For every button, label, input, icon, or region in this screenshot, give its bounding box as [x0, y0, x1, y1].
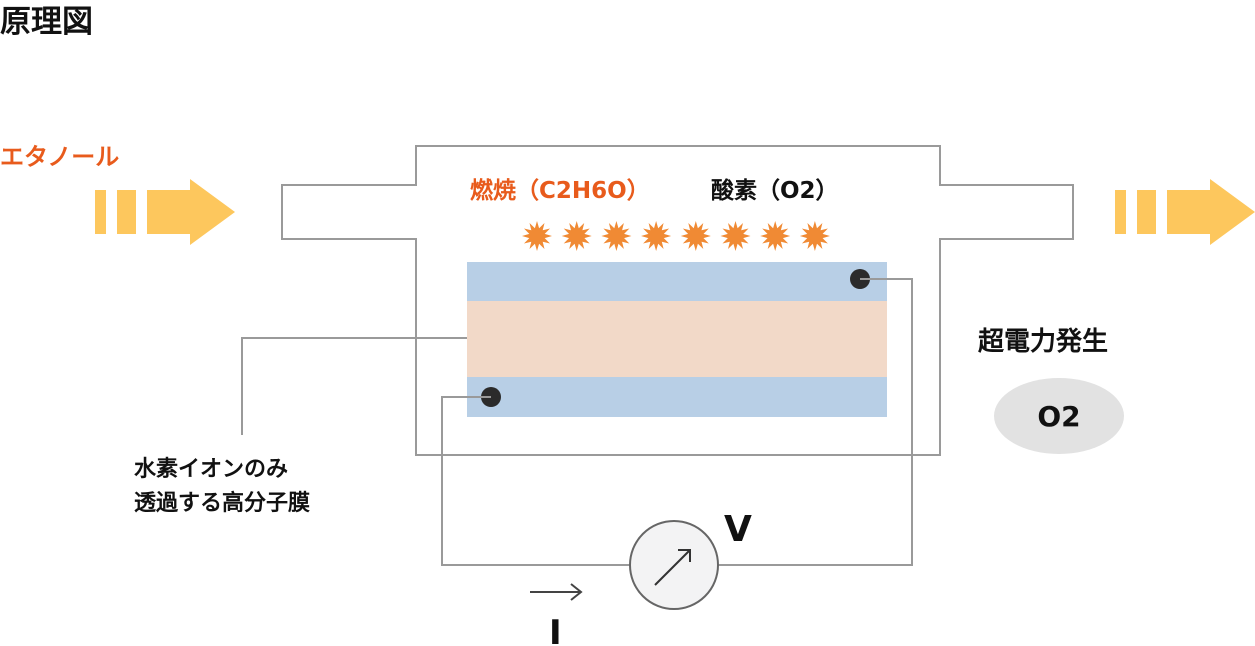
- meter-needle-icon: [654, 549, 691, 586]
- spark-icon: [561, 221, 592, 251]
- voltmeter: [629, 520, 719, 610]
- oxygen-output-bubble: [994, 378, 1124, 454]
- polymer-membrane: [467, 301, 887, 377]
- current-label: I: [549, 613, 562, 646]
- inflow-arrow: [95, 179, 235, 245]
- spark-icon: [720, 221, 751, 251]
- oxygen-output-label: O2: [1037, 400, 1080, 433]
- spark-icon: [641, 221, 672, 251]
- membrane-label-line2: 透過する高分子膜: [134, 490, 310, 516]
- spark-icon: [760, 221, 791, 251]
- spark-icon: [799, 221, 830, 251]
- combustion-sparks: [522, 221, 830, 251]
- spark-icon: [522, 221, 552, 251]
- membrane-leader-line: [241, 337, 467, 435]
- bottom-electrode: [467, 377, 887, 417]
- spark-icon: [680, 221, 711, 251]
- page-title: 原理図: [0, 4, 93, 40]
- ethanol-input-label: エタノール: [0, 143, 119, 171]
- current-direction-arrow-icon: [530, 583, 583, 601]
- combustion-label: 燃焼（C2H6O）: [470, 177, 650, 204]
- top-electrode: [467, 262, 887, 301]
- membrane-label-line1: 水素イオンのみ: [134, 456, 288, 482]
- circuit-wire-right: [718, 278, 913, 566]
- spark-icon: [601, 221, 632, 251]
- oxygen-label: 酸素（O2）: [711, 177, 839, 204]
- reaction-chamber: [281, 145, 1074, 456]
- circuit-wire-left: [441, 396, 630, 566]
- power-generation-label: 超電力発生: [978, 327, 1108, 357]
- voltmeter-label: V: [724, 509, 752, 550]
- outflow-arrow: [1115, 179, 1255, 245]
